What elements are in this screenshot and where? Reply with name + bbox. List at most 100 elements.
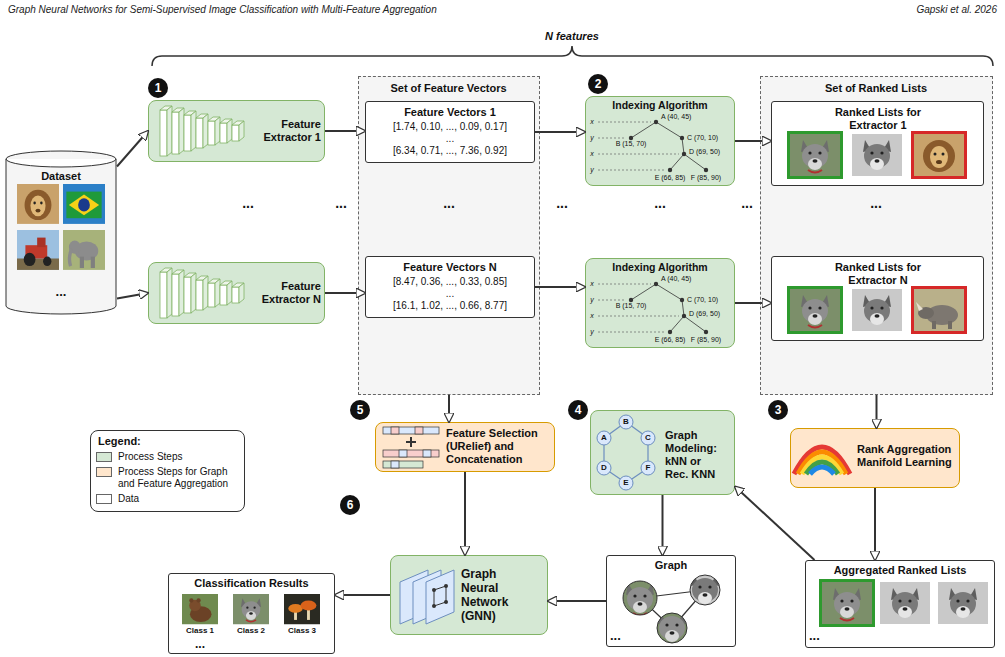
text-slot: F [641,463,655,473]
ranked-image [880,582,930,624]
text-slot: Feature Vectors 1 [366,106,534,119]
data-panel: Ranked Lists for Extractor 1Ranked Lists… [760,76,993,395]
text-slot: A (40, 45) [661,275,701,283]
text-slot: Legend: [98,434,198,448]
image-graph [657,613,687,643]
text-slot: Graph Modeling: kNN or Rec. KNN [665,429,725,481]
flow-arrow [325,130,365,132]
node-text: B [619,417,633,427]
image-graph [672,590,705,628]
flow-arrow [325,292,365,294]
relevance-frame [913,133,966,178]
node-title: Set of Feature Vectors [359,82,538,95]
graph-icon [597,415,655,490]
node-text: ... [366,288,534,300]
node-text: ... [178,637,222,651]
node-text: Class 1 [178,626,222,636]
node-title: Ranked Lists for Extractor 1 [823,106,933,132]
running-header: Graph Neural Networks for Semi-Supervise… [8,4,768,16]
result-image [182,594,218,624]
manifold-icon [806,462,838,474]
manifold-icon [798,452,846,474]
dataset-image [17,230,59,270]
flow-arrow [735,302,771,304]
text-slot: x [588,150,596,158]
text-slot: Graph [607,559,735,572]
node-text: ... [5,284,117,300]
dataset-image [63,184,105,224]
text-slot: D [597,463,611,473]
text-slot: [6.34, 0.71, ..., 7.36, 0.92] [366,145,534,157]
process-box: Graph Neural Network (GNN) [390,555,548,635]
relevance-frame [789,133,966,626]
node-text: ... [610,628,640,644]
text-slot: E (66, 85) [653,336,687,344]
text-slot: Feature Extractor 1 [249,118,321,144]
text-slot: Feature Vectors N [366,261,534,274]
text-slot: Feature Extractor N [249,280,321,306]
image-graph [615,577,665,619]
process-box: Feature Extractor 1 [148,100,325,162]
graph-icon [647,438,648,468]
ranked-image [822,582,872,624]
cylinder-outline [6,151,116,314]
data-box: Aggregated Ranked Lists... [805,560,995,648]
manifold-icon [810,467,834,474]
graph-icon [597,461,611,475]
text-slot: C (70, 10) [687,134,727,142]
flow-arrow [876,395,878,428]
callout-number: 5 [350,403,370,417]
text-slot: y [588,166,596,174]
feature-selection-icon [399,450,407,457]
text-slot: [8.47, 0.36, ..., 0.33, 0.85] [366,276,534,288]
gnn-icon [432,588,436,592]
text-slot: B (15, 70) [613,140,649,148]
node-text: C (70, 10) [687,296,727,304]
legend-swatch [96,467,112,477]
node-text: D (69, 50) [689,148,729,156]
text-slot: Ranked Lists for Extractor 1 [823,106,933,132]
kd-tree-icon [598,120,708,334]
flow-arrow [335,594,390,596]
gnn-icon [444,584,448,588]
ellipsis: ... [547,195,577,211]
result-image [182,594,320,624]
manifold-icon [794,447,850,474]
text-slot: ... [366,133,534,145]
flow-arrow [535,131,585,133]
node-text: y [588,134,596,142]
node-text: [8.47, 0.36, ..., 0.33, 0.85] [366,276,534,288]
ranked-image [790,134,840,176]
text-slot: ... [326,195,356,211]
gnn-icon [413,570,441,624]
node-title: Set of Ranked Lists [761,82,991,95]
node-text: [6.34, 0.71, ..., 7.36, 0.92] [366,145,534,157]
callout-circle [148,78,168,98]
gnn-icon [444,600,448,604]
node-text: E (66, 85) [653,336,687,344]
flow-arrow [735,487,815,561]
data-box: Ranked Lists for Extractor 1 [771,101,984,186]
flow-arrow [117,131,148,167]
graph-icon [604,422,648,483]
feature-selection-icon [410,437,412,447]
node-text: F [641,463,655,473]
legend-swatch [96,494,112,504]
node-text: [1.74, 0.10, ..., 0.09, 0.17] [366,121,534,133]
text-slot: Set of Feature Vectors [359,82,538,95]
gnn-icon [432,604,436,608]
text-slot: ... [645,195,675,211]
gnn-icon [432,584,448,608]
text-slot: Classification Results [169,577,334,590]
feature-selection-icon [391,427,399,434]
text-slot: F (85, 90) [689,336,723,344]
legend-swatch [96,452,112,462]
gnn-icon [400,570,428,624]
node-text: D (69, 50) [689,310,729,318]
callout-number: 1 [148,81,168,95]
image-graph [615,568,730,648]
feature-selection-icon [383,450,439,457]
text-slot: ... [178,637,222,651]
node-text: A (40, 45) [661,275,701,283]
kd-tree-icon [598,282,708,334]
